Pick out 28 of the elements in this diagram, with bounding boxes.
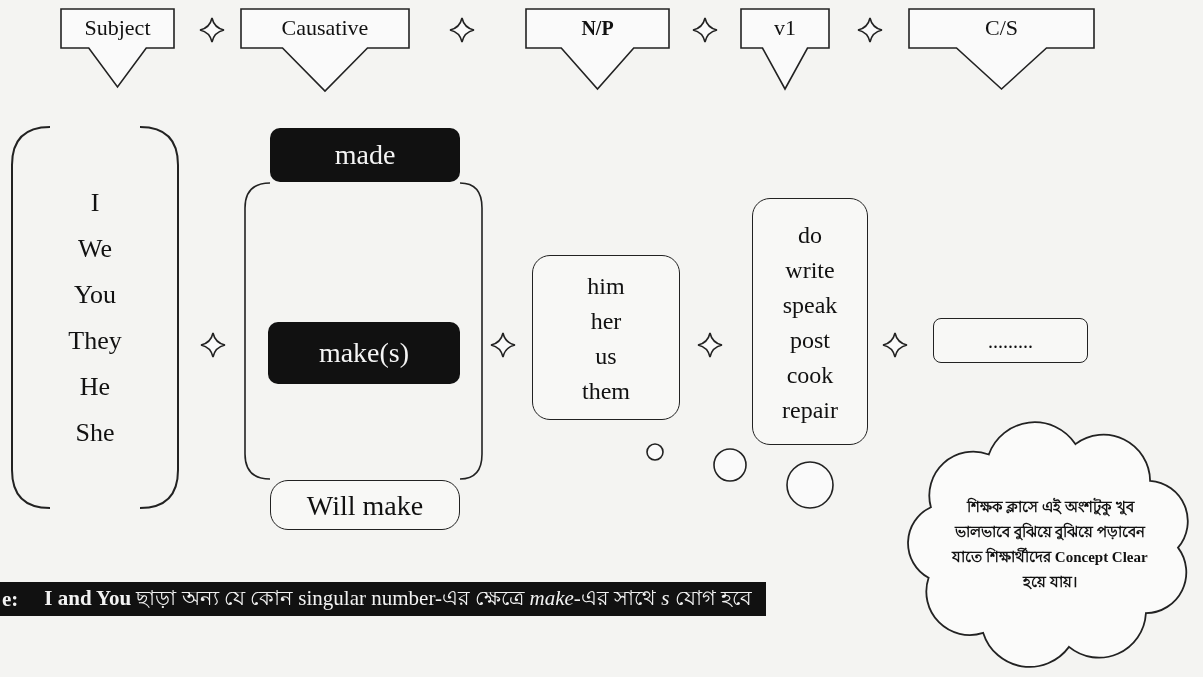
rounded-frame [244,182,483,480]
highlight-box [268,322,460,384]
header-tag [908,8,1095,90]
label-text: v1 [774,15,796,41]
header-tag [525,8,670,90]
header-tag [740,8,830,90]
header-tag [60,8,175,88]
rounded-box [532,255,680,420]
rounded-box [752,198,868,445]
label-text: made [334,139,396,171]
label-text: C/S [985,15,1018,41]
word-list: do write speak post cook repair [782,217,838,428]
highlight-box [270,128,460,182]
note-label: e: [2,586,19,612]
label-text: make(s) [318,337,410,369]
word-list: him her us them [582,268,630,409]
cloud-note: শিক্ষক ক্লাসে এই অংশটুকু খুব ভালভাবে বুঝিয়ে বুঝিয়ে পড়াবেন যাতে শিক্ষার্থীদের Concept Clear হয়ে যায়। [950,496,1149,592]
label-text: Subject [84,15,151,41]
header-tag [240,8,410,92]
label-text: ......... [988,330,1033,353]
bracket-group [10,125,180,510]
rounded-box [270,480,460,530]
label-text: N/P [581,16,614,40]
label-text: Will make [306,490,424,522]
word-list: I We You They He She [68,179,122,456]
rounded-box [933,318,1088,363]
label-text: Causative [281,15,369,41]
note-text: I and You ছাড়া অন্য যে কোন singular number-এর ক্ষেত্রে make-এর সাথে s যোগ হবে [44,584,752,612]
